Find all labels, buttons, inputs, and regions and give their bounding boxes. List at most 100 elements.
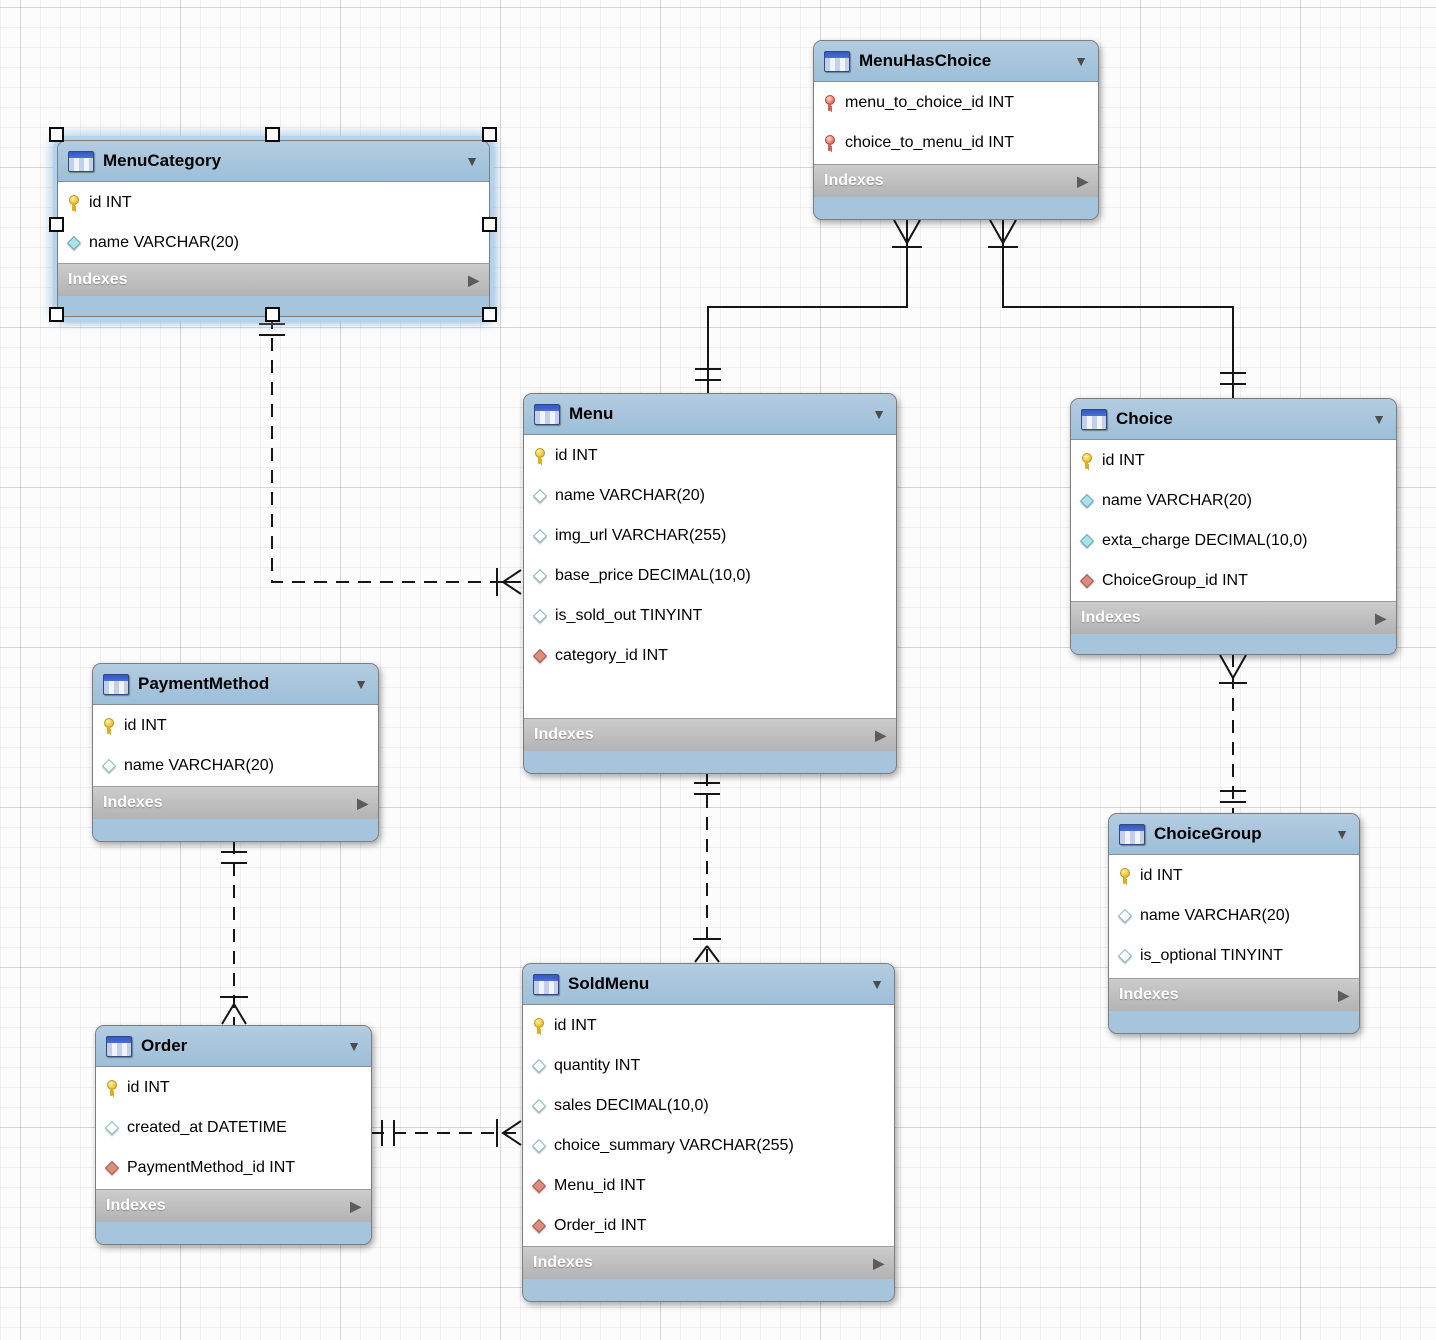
collapse-caret-icon[interactable]: ▼ <box>870 976 884 992</box>
column-row[interactable]: id INT <box>523 1006 894 1046</box>
column-row[interactable]: name VARCHAR(20) <box>1109 896 1359 936</box>
table-soldmenu[interactable]: SoldMenu ▼ id INT quantity INT sales DEC… <box>522 963 895 1302</box>
indexes-bar[interactable]: Indexes ▶ <box>814 164 1098 197</box>
table-header[interactable]: ChoiceGroup ▼ <box>1109 814 1359 855</box>
column-row[interactable]: menu_to_choice_id INT <box>814 83 1098 123</box>
table-footer <box>58 296 489 316</box>
indexes-bar[interactable]: Indexes ▶ <box>523 1246 894 1279</box>
selection-handle[interactable] <box>49 307 64 322</box>
table-header[interactable]: Menu ▼ <box>524 394 896 435</box>
table-header[interactable]: MenuHasChoice ▼ <box>814 41 1098 82</box>
relationship-menuhaschoice-menu[interactable] <box>695 219 922 393</box>
table-paymentmethod[interactable]: PaymentMethod ▼ id INT name VARCHAR(20) … <box>92 663 379 842</box>
indexes-bar[interactable]: Indexes ▶ <box>58 263 489 296</box>
table-menucategory[interactable]: MenuCategory ▼ id INT name VARCHAR(20) I… <box>57 140 490 317</box>
table-footer <box>96 1222 371 1244</box>
column-list: id INT name VARCHAR(20) img_url VARCHAR(… <box>524 435 896 718</box>
column-row[interactable]: id INT <box>1109 856 1359 896</box>
column-row[interactable]: name VARCHAR(20) <box>58 223 489 263</box>
relationship-paymentmethod-order[interactable] <box>220 841 248 1025</box>
column-row[interactable]: PaymentMethod_id INT <box>96 1148 371 1188</box>
column-row[interactable]: name VARCHAR(20) <box>93 746 378 786</box>
foreign-key-icon <box>532 1177 546 1195</box>
column-row[interactable]: ChoiceGroup_id INT <box>1071 561 1396 601</box>
table-header[interactable]: PaymentMethod ▼ <box>93 664 378 705</box>
primary-key-icon <box>67 194 81 212</box>
collapse-caret-icon[interactable]: ▼ <box>465 153 479 169</box>
collapse-caret-icon[interactable]: ▼ <box>354 676 368 692</box>
column-row[interactable]: choice_to_menu_id INT <box>814 123 1098 163</box>
collapse-caret-icon[interactable]: ▼ <box>1335 826 1349 842</box>
relationship-menu-soldmenu[interactable] <box>693 773 721 963</box>
attribute-nullable-icon <box>532 1057 546 1075</box>
column-row[interactable]: base_price DECIMAL(10,0) <box>524 556 896 596</box>
table-choice[interactable]: Choice ▼ id INT name VARCHAR(20) exta_ch… <box>1070 398 1397 655</box>
table-order[interactable]: Order ▼ id INT created_at DATETIME Payme… <box>95 1025 372 1245</box>
column-row[interactable]: is_sold_out TINYINT <box>524 596 896 636</box>
collapse-caret-icon[interactable]: ▼ <box>1074 53 1088 69</box>
column-row[interactable]: name VARCHAR(20) <box>1071 481 1396 521</box>
relationship-menucategory-menu[interactable] <box>259 316 522 596</box>
column-list: id INT created_at DATETIME PaymentMethod… <box>96 1067 371 1189</box>
column-row[interactable]: category_id INT <box>524 636 896 676</box>
relationship-choice-choicegroup[interactable] <box>1219 654 1247 813</box>
column-list: id INT quantity INT sales DECIMAL(10,0) … <box>523 1005 894 1246</box>
column-row[interactable]: img_url VARCHAR(255) <box>524 516 896 556</box>
column-list: id INT name VARCHAR(20) <box>58 182 489 263</box>
attribute-nullable-icon <box>105 1119 119 1137</box>
column-list: id INT name VARCHAR(20) <box>93 705 378 786</box>
table-menu[interactable]: Menu ▼ id INT name VARCHAR(20) img_url V… <box>523 393 897 774</box>
indexes-bar[interactable]: Indexes ▶ <box>96 1189 371 1222</box>
table-header[interactable]: MenuCategory ▼ <box>58 141 489 182</box>
table-title: MenuCategory <box>103 151 222 170</box>
column-row[interactable]: choice_summary VARCHAR(255) <box>523 1126 894 1166</box>
table-icon <box>1081 408 1107 430</box>
collapse-caret-icon[interactable]: ▼ <box>1372 411 1386 427</box>
table-icon <box>106 1035 132 1057</box>
column-row[interactable]: is_optional TINYINT <box>1109 936 1359 976</box>
attribute-notnull-icon <box>1080 492 1094 510</box>
table-menuhaschoice[interactable]: MenuHasChoice ▼ menu_to_choice_id INT ch… <box>813 40 1099 220</box>
attribute-nullable-icon <box>533 567 547 585</box>
column-row[interactable]: Order_id INT <box>523 1206 894 1246</box>
indexes-bar[interactable]: Indexes ▶ <box>524 718 896 751</box>
attribute-nullable-icon <box>533 607 547 625</box>
table-header[interactable]: SoldMenu ▼ <box>523 964 894 1005</box>
indexes-bar[interactable]: Indexes ▶ <box>1109 978 1359 1011</box>
relationship-menuhaschoice-choice[interactable] <box>988 219 1246 398</box>
column-row[interactable]: sales DECIMAL(10,0) <box>523 1086 894 1126</box>
column-row[interactable]: name VARCHAR(20) <box>524 476 896 516</box>
indexes-bar[interactable]: Indexes ▶ <box>1071 601 1396 634</box>
selection-handle[interactable] <box>265 307 280 322</box>
column-row[interactable]: id INT <box>96 1068 371 1108</box>
attribute-nullable-icon <box>102 757 116 775</box>
collapse-caret-icon[interactable]: ▼ <box>872 406 886 422</box>
primary-key-icon <box>102 717 116 735</box>
column-row[interactable]: Menu_id INT <box>523 1166 894 1206</box>
column-row[interactable]: exta_charge DECIMAL(10,0) <box>1071 521 1396 561</box>
selection-handle[interactable] <box>49 127 64 142</box>
column-row[interactable]: id INT <box>1071 441 1396 481</box>
selection-handle[interactable] <box>265 127 280 142</box>
collapse-caret-icon[interactable]: ▼ <box>347 1038 361 1054</box>
expand-arrow-icon: ▶ <box>350 1197 361 1214</box>
primary-key-icon <box>105 1079 119 1097</box>
table-footer <box>523 1279 894 1301</box>
column-row[interactable]: id INT <box>524 436 896 476</box>
selection-handle[interactable] <box>49 217 64 232</box>
column-row[interactable]: id INT <box>58 183 489 223</box>
table-header[interactable]: Choice ▼ <box>1071 399 1396 440</box>
relationship-order-soldmenu[interactable] <box>371 1119 522 1147</box>
expand-arrow-icon: ▶ <box>468 271 479 288</box>
selection-handle[interactable] <box>482 127 497 142</box>
column-row[interactable]: id INT <box>93 706 378 746</box>
column-row[interactable]: quantity INT <box>523 1046 894 1086</box>
table-title: PaymentMethod <box>138 674 270 693</box>
table-header[interactable]: Order ▼ <box>96 1026 371 1067</box>
indexes-bar[interactable]: Indexes ▶ <box>93 786 378 819</box>
selection-handle[interactable] <box>482 307 497 322</box>
table-choicegroup[interactable]: ChoiceGroup ▼ id INT name VARCHAR(20) is… <box>1108 813 1360 1034</box>
selection-handle[interactable] <box>482 217 497 232</box>
column-row[interactable]: created_at DATETIME <box>96 1108 371 1148</box>
